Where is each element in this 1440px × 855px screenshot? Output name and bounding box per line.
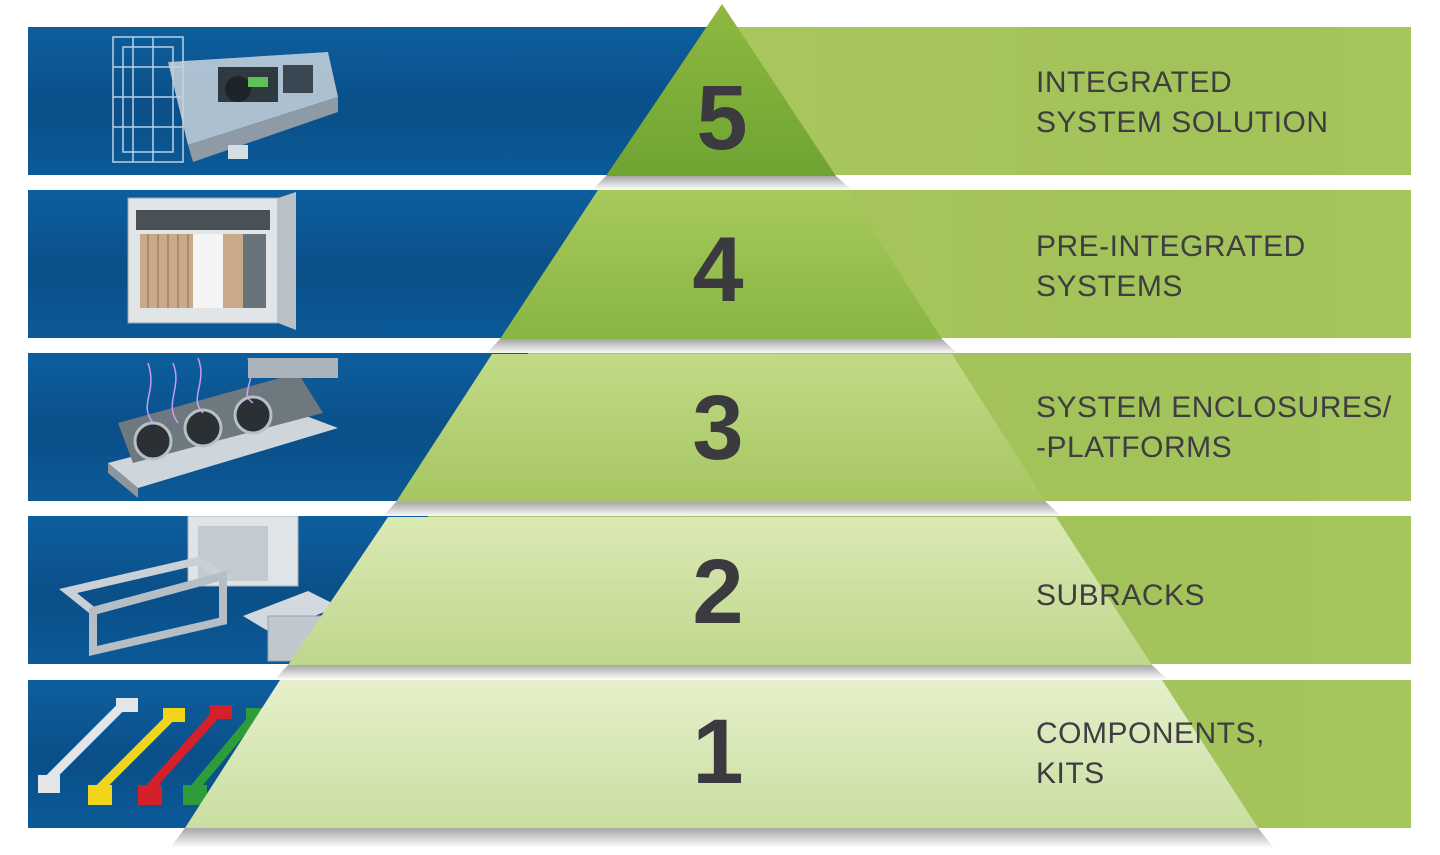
level-2-label-line1: SUBRACKS (1036, 579, 1206, 612)
level-4-label: PRE-INTEGRATED SYSTEMS (1036, 227, 1306, 307)
level-3-label-line1: SYSTEM ENCLOSURES/ (1036, 391, 1392, 424)
level-4-label-line2: SYSTEMS (1036, 270, 1183, 303)
pyramid-tier-1 (185, 680, 1258, 828)
system-rack-illustration (112, 36, 338, 163)
level-1-label-line2: KITS (1036, 757, 1105, 790)
level-3-number: 3 (692, 377, 744, 479)
level-1-label: COMPONENTS, KITS (1036, 714, 1265, 794)
level-2-number: 2 (692, 541, 744, 643)
level-5-label-line2: SYSTEM SOLUTION (1036, 106, 1329, 139)
level-5-label: INTEGRATED SYSTEM SOLUTION (1036, 63, 1329, 143)
level-2-label: SUBRACKS (1036, 576, 1205, 616)
level-5-number: 5 (696, 67, 748, 169)
level-3-label: SYSTEM ENCLOSURES/ -PLATFORMS (1036, 388, 1392, 468)
level-4-label-line1: PRE-INTEGRATED (1036, 230, 1306, 263)
level-1-number: 1 (692, 701, 744, 803)
level-5-band (28, 27, 1411, 175)
level-3-label-line2: -PLATFORMS (1036, 431, 1233, 464)
fan-enclosure-illustration (108, 357, 338, 498)
pyramid-tier-5 (606, 4, 836, 176)
pyramid-tier-2 (288, 517, 1152, 665)
subrack-frames-illustration (59, 516, 338, 662)
level-4-number: 4 (692, 219, 744, 321)
level-1-label-line1: COMPONENTS, (1036, 717, 1265, 750)
level-5-label-line1: INTEGRATED (1036, 66, 1233, 99)
pyramid-tier-4 (500, 190, 942, 339)
pyramid-tier-3 (396, 354, 1046, 502)
preintegrated-chassis-illustration (127, 192, 296, 330)
